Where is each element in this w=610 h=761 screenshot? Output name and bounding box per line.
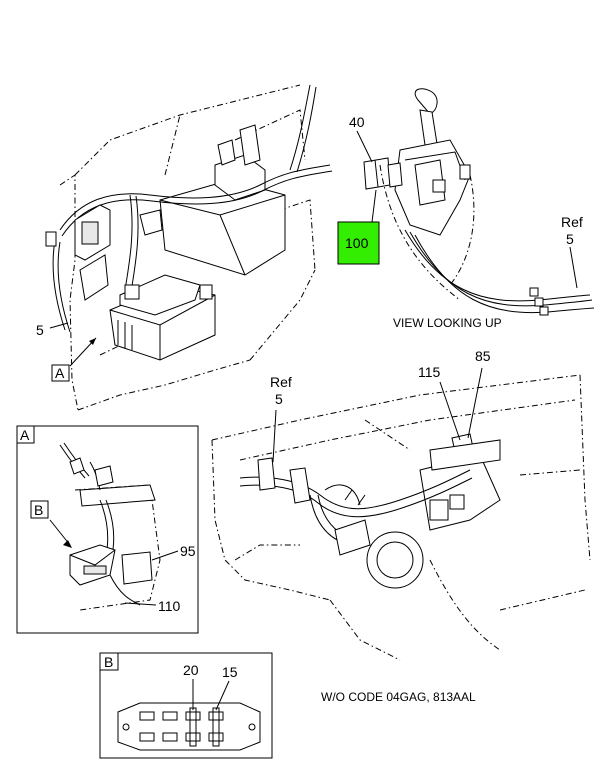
caption-wo-code: W/O CODE 04GAG, 813AAL xyxy=(321,690,476,704)
detail-a-tag xyxy=(16,425,35,444)
detail-a-frame xyxy=(16,425,199,634)
callout-15: 15 xyxy=(222,664,238,680)
callout-110: 110 xyxy=(158,598,181,614)
callout-100[interactable]: 100 xyxy=(345,235,369,251)
detail-a-label: A xyxy=(20,427,30,443)
callout-20: 20 xyxy=(183,662,199,678)
shifter-drawing xyxy=(363,88,595,316)
detail-b-tag-in-a xyxy=(30,500,49,519)
detail-b-frame xyxy=(99,652,273,759)
callout-95: 95 xyxy=(180,543,196,559)
detail-b-connector xyxy=(117,702,261,751)
callout-115: 115 xyxy=(418,364,441,380)
callout-40: 40 xyxy=(349,114,365,130)
callout-ref-mid: Ref xyxy=(270,374,292,390)
callout-5-left: 5 xyxy=(36,322,44,338)
detail-b-tag xyxy=(99,652,119,671)
callout-ref-top: Ref xyxy=(561,214,583,230)
cab-harness-drawing xyxy=(211,374,591,661)
highlight-box-100[interactable] xyxy=(337,221,380,265)
main-assembly-drawing xyxy=(45,84,333,411)
callout-5-top: 5 xyxy=(566,231,574,247)
caption-view-looking-up: VIEW LOOKING UP xyxy=(393,316,502,330)
detail-b-label-in-a: B xyxy=(34,502,43,518)
detail-b-label: B xyxy=(104,654,113,670)
callout-a-main: A xyxy=(55,365,65,381)
callout-5-mid: 5 xyxy=(275,391,283,407)
detail-a-drawing xyxy=(59,442,161,611)
callout-85: 85 xyxy=(475,348,491,364)
callout-box-a xyxy=(51,364,70,382)
